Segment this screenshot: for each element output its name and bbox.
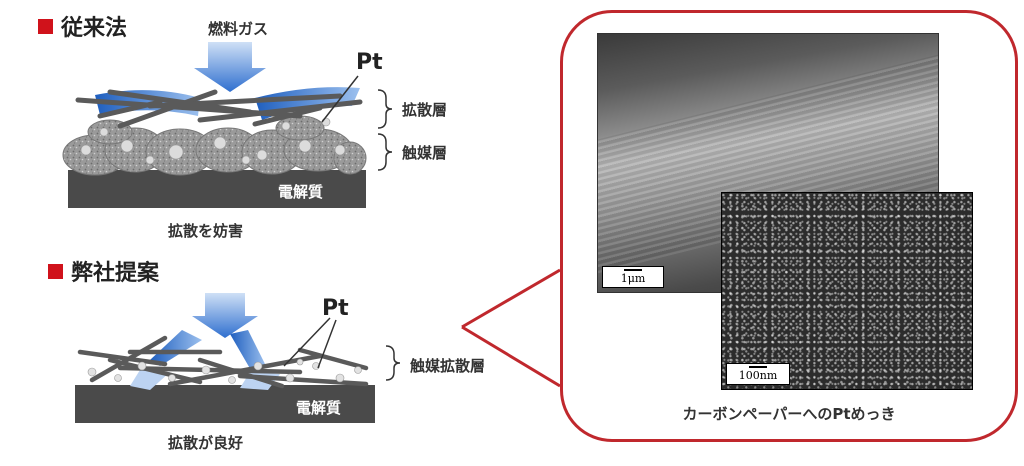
brace-catalyst xyxy=(377,133,393,171)
pt-label-conventional: Pt xyxy=(356,50,383,75)
callout-tail-lower xyxy=(461,325,560,388)
pt-leader-proposed-1 xyxy=(283,317,331,367)
section-proposed-title: 弊社提案 xyxy=(48,255,159,287)
catalyst-diffusion-layer-label: 触媒拡散層 xyxy=(410,357,486,375)
layer-diagrams xyxy=(62,42,560,423)
micrograph-callout: 1μm 100nm カーボンペーパーへのPtめっき xyxy=(560,10,1018,442)
pt-label-proposed: Pt xyxy=(322,296,349,321)
brace-diffusion xyxy=(377,89,393,129)
pt-leader-conventional xyxy=(321,75,359,123)
electrolyte-label-proposed: 電解質 xyxy=(296,399,342,417)
scale-large-text: 1μm xyxy=(620,272,646,285)
section-conventional-title: 従来法 xyxy=(38,10,127,42)
pt-particles-conventional xyxy=(80,117,346,165)
caption-proposed: 拡散が良好 xyxy=(168,434,244,452)
conventional-title-text: 従来法 xyxy=(61,16,128,41)
scale-bar-small: 100nm xyxy=(726,363,790,385)
caption-conventional: 拡散を妨害 xyxy=(168,222,244,240)
fuel-gas-label: 燃料ガス xyxy=(208,20,269,38)
fuel-arrow-conventional xyxy=(194,42,266,92)
electrolyte-proposed xyxy=(75,385,375,423)
proposed-title-text: 弊社提案 xyxy=(71,261,160,286)
electrolyte-label-conventional: 電解質 xyxy=(278,183,324,201)
carbon-fibers-conventional xyxy=(75,89,363,129)
brace-catalyst-diffusion xyxy=(385,345,401,381)
gas-flow-proposed-right xyxy=(230,330,266,372)
electrolyte-conventional xyxy=(68,170,366,208)
pt-leader-proposed-2 xyxy=(317,319,337,369)
sem-image-pt-particles: 100nm xyxy=(721,192,973,390)
scale-bar-large: 1μm xyxy=(602,266,664,288)
pt-particles-proposed xyxy=(87,358,362,384)
carbon-fibers-proposed xyxy=(77,335,369,389)
diffusion-layer-label: 拡散層 xyxy=(402,101,448,119)
catalyst-layer-label: 触媒層 xyxy=(402,144,448,162)
red-square-icon xyxy=(38,18,53,34)
red-square-icon xyxy=(48,263,63,279)
callout-tail xyxy=(461,268,560,329)
scale-bar-line xyxy=(624,269,642,271)
micrograph-caption: カーボンペーパーへのPtめっき xyxy=(682,405,896,423)
gas-flow-proposed-low-left xyxy=(130,370,170,390)
scale-small-text: 100nm xyxy=(738,369,778,382)
gas-flow-proposed-left xyxy=(150,330,202,366)
scale-bar-line xyxy=(749,366,767,368)
fuel-arrow-proposed xyxy=(192,293,258,338)
